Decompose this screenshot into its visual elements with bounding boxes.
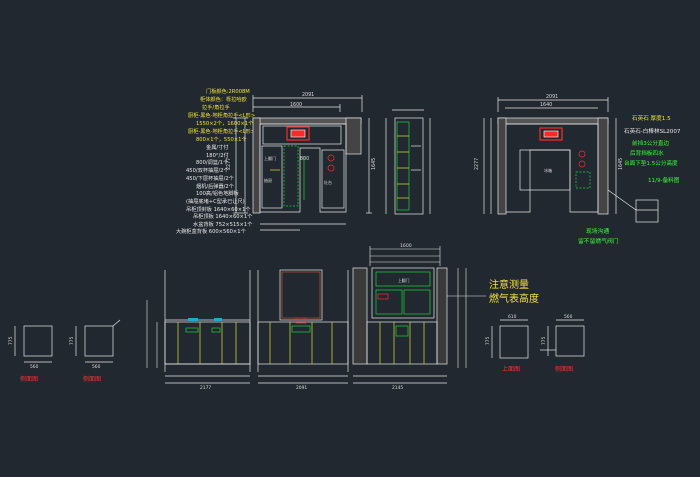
plan-view-left [233,95,372,231]
cabinet-label: 冰箱 [544,167,552,173]
spec-line: 800/调篮/1个 [196,158,229,166]
gas-callout: 现场沟通 留不留燃气阀门 [578,227,619,245]
view-label: 侧面图 [20,375,38,383]
view-label: 侧面图 [83,375,101,383]
dim-label: 560 [564,314,573,320]
dim-label: 610 [508,314,517,320]
side-view-1 [14,325,53,363]
cabinet-label: 抽屉 [264,177,272,183]
spec-line: 拉手/角拉手 [202,103,230,111]
spec-line: 450/双杯抽屉/2个 [186,166,229,174]
elevation-2 [257,269,349,384]
elevation-3 [352,267,448,384]
cabinet-label: 上翻门 [264,155,276,161]
cabinet-label: 上翻门 [398,278,410,283]
material-line: 石英石-白棒林SL2007 [624,127,681,135]
view-label: 侧面图 [555,365,573,373]
dim-label: 800 [300,156,309,162]
spec-line: 厨柜-黑色-地柜角拉手<L形> [188,111,255,119]
dim-label: 1600 [400,243,412,249]
dim-label: 2277 [474,158,480,170]
dim-label: 2091 [302,92,314,98]
spec-line: 450/下层杯抽屉/2个 [186,174,235,182]
dim-label: 560 [92,364,101,370]
cabinet-label: 灶台 [324,179,332,185]
dim-label: 1640 [540,102,552,108]
material-line: 石英石 厚度1.5 [632,114,671,122]
side-view-4 [540,319,585,357]
spec-line: 1550×2个，1600×1个 [196,120,254,127]
spec-line: (抽屉底堵+C型承已让尺) [186,197,245,205]
material-notes: 石英石 厚度1.5 石英石-白棒林SL2007 前挡3公分直边 后背挡板四水 台… [624,114,681,184]
measure-callout: 注意测量 燃气表高度 [489,278,539,305]
dim-label: 560 [30,364,39,370]
dim-label: 1645 [371,158,377,170]
view-label: 上面图 [502,365,520,373]
narrow-elevation [385,109,431,215]
spec-line: 柜体颜色：栎拉哈欧 [200,95,248,103]
plan-view-right [483,97,659,223]
dim-label: 2277 [226,158,232,170]
material-line: 后背挡板四水 [630,149,664,157]
dim-label: 2145 [392,385,403,391]
spec-line: 厨柜-黑色-地柜角拉手<L形> [188,127,255,135]
date-note: 11/9-备料图 [648,176,680,184]
material-line: 台面下垫1.5公分高度 [624,159,678,167]
spec-line: 烟机/后弹器/2个 [196,182,235,190]
dim-label: 2177 [200,385,211,391]
spec-line: 100高/铝色地脚板 [196,189,240,197]
dim-label: 2091 [296,385,307,391]
dim-label: 1600 [290,102,302,108]
callout-line: 现场沟通 [586,227,609,235]
dim-label: 1645 [618,158,624,170]
side-view-3 [491,319,529,359]
spec-line: 吊柜顶封板 1640×60×1个 [186,205,251,213]
spec-line: 吊柜顶板 1640×60×1个 [193,212,253,220]
spec-line: 金属/寸付 [206,143,229,151]
dim-label: 775 [485,336,491,345]
dim-label: 2091 [546,94,558,100]
elevation-height-dims [146,268,467,368]
side-view-2 [75,319,121,363]
dim-label: 775 [541,336,547,345]
spec-line: 大碗柜盒背板 600×560×1个 [176,227,247,235]
callout-line: 燃气表高度 [489,292,539,305]
dim-label: 775 [8,336,14,345]
callout-line: 留不留燃气阀门 [578,237,619,245]
spec-line: 800×1个，550×1个 [196,136,247,143]
spec-line: 门板颜色:2R008M [206,87,250,95]
dim-label: 775 [69,336,75,345]
spec-notes: 门板颜色:2R008M 柜体颜色：栎拉哈欧 拉手/角拉手 厨柜-黑色-地柜角拉手… [176,87,255,235]
elevation-1 [164,270,251,384]
material-line: 前挡3公分直边 [632,139,670,147]
spec-line: 180°/2付 [206,151,229,159]
callout-line: 注意测量 [489,278,529,291]
elevation-dims-top [369,246,441,266]
spec-line: 水盆背板 752×515×1个 [193,220,253,228]
